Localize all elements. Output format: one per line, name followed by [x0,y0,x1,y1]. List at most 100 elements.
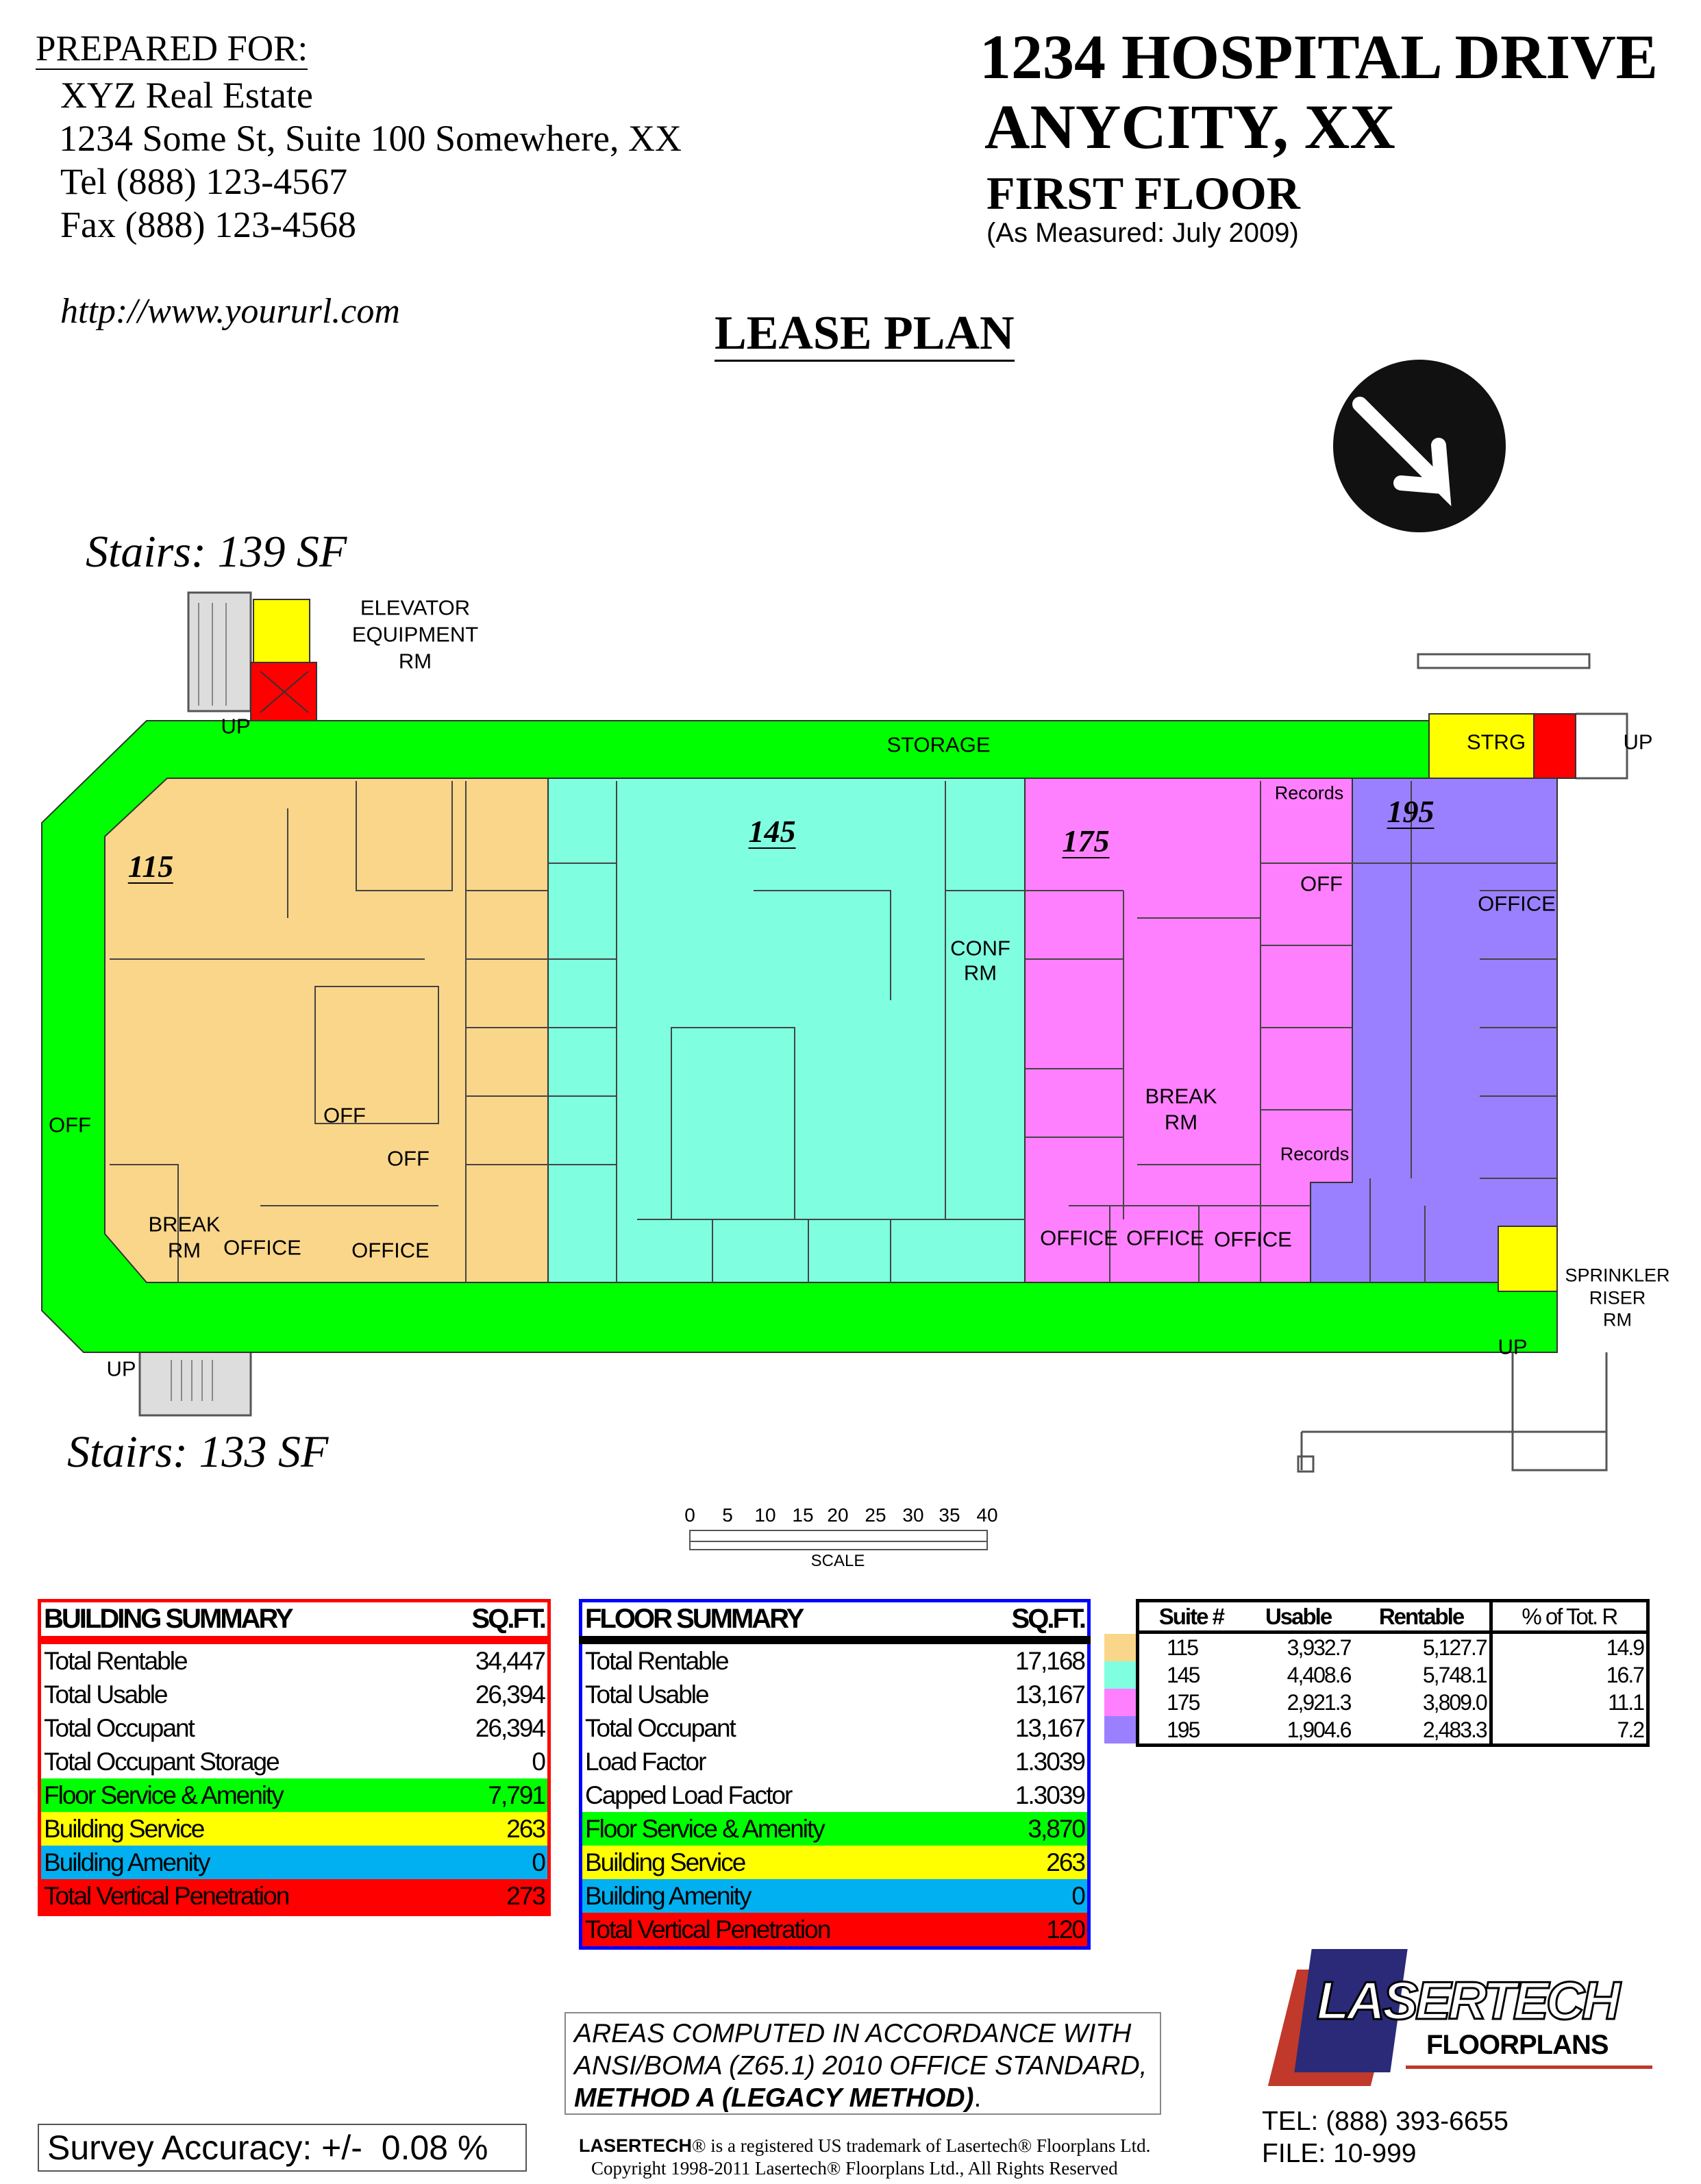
row-value: 1.3039 [1015,1748,1086,1776]
table-row: Total Occupant 13,167 [581,1711,1089,1745]
note-line: ANSI/BOMA (Z65.1) 2010 OFFICE STANDARD, [574,2051,1147,2081]
lasertech-logo: LASERTECH FLOORPLANS [1262,1942,1673,2086]
suite-195-swatch [1104,1716,1136,1744]
office-label: OFFICE [1478,891,1556,916]
up-label: UP [1623,730,1653,754]
row-value: 17,168 [1015,1647,1086,1675]
survey-accuracy-label: Survey Accuracy: +/- [47,2129,362,2167]
north-arrow-icon [1333,360,1506,532]
stairs-bottom-area: Stairs: 133 SF [67,1427,329,1477]
strg-label: STRG [1466,730,1526,754]
suite-145-label[interactable]: 145 [748,814,796,849]
stair-shaft-right [1533,713,1576,779]
off-label: OFF [387,1146,430,1171]
row-value: 0 [532,1848,546,1876]
suite-145-area [547,778,1026,1283]
row-label: Load Factor [585,1748,706,1776]
row-label: Total Rentable [44,1647,188,1675]
pct-value: 14.9 [1489,1632,1648,1661]
conf-rm-label: CONF [950,936,1010,960]
unit-header: SQ.FT. [1011,1604,1087,1634]
stairs-top-area: Stairs: 139 SF [86,527,347,577]
suite-115-label[interactable]: 115 [127,849,174,884]
client-address: 1234 Some St, Suite 100 Somewhere, XX [59,118,682,159]
column-header: % of Tot. R [1489,1600,1648,1634]
rentable-value: 5,748.1 [1422,1663,1488,1687]
table-row: Building Service 263 [39,1812,549,1846]
elevator-equipment-room [253,599,310,663]
pct-value: 16.7 [1489,1661,1648,1689]
suite-145-swatch [1104,1661,1136,1689]
row-label: Total Usable [44,1680,169,1709]
suite-175-swatch [1104,1689,1136,1716]
scale-tick: 10 [754,1504,776,1526]
rentable-value: 3,809.0 [1422,1690,1488,1715]
survey-accuracy-value: 0.08 % [381,2129,488,2167]
elevator-label: EQUIPMENT [351,622,479,647]
suite-175-label[interactable]: 175 [1062,823,1110,858]
row-value: 13,167 [1015,1714,1086,1742]
floor-summary-title: FLOOR SUMMARY [585,1604,804,1634]
row-label: Total Vertical Penetration [585,1915,831,1944]
suite-number: 195 [1167,1717,1200,1742]
suite-195-label[interactable]: 195 [1387,794,1435,829]
trademark-line: LASERTECH® is a registered US trademark … [579,2135,1150,2157]
row-label: Total Occupant [585,1714,736,1742]
row-value: 263 [506,1815,546,1843]
client-company: XYZ Real Estate [60,75,313,116]
client-url[interactable]: http://www.yoururl.com [60,292,400,331]
note-period: . [973,2083,982,2113]
client-tel: Tel (888) 123-4567 [60,161,348,202]
suite-number: 115 [1167,1635,1199,1660]
pct-value: 11.1 [1489,1689,1648,1716]
column-header: Rentable [1353,1600,1491,1634]
copyright-line: Copyright 1998-2011 Lasertech® Floorplan… [591,2158,1118,2179]
trademark-brand: LASERTECH [579,2135,693,2156]
row-value: 13,167 [1015,1680,1086,1709]
row-value: 263 [1046,1848,1086,1876]
interior-walls [110,781,1557,1282]
up-label: UP [221,714,251,739]
office-label: OFFICE [351,1238,430,1263]
column-header: Suite # [1137,1600,1243,1634]
up-label: UP [106,1356,136,1381]
client-fax: Fax (888) 123-4568 [60,204,356,245]
storage-room-strg [1428,713,1535,779]
table-row: Load Factor 1.3039 [581,1745,1089,1778]
rentable-value: 5,127.7 [1422,1635,1488,1660]
logo-text: LASERTECH [1315,1970,1621,2032]
elevator-label: RM [398,649,432,673]
row-label: Building Service [44,1815,205,1843]
row-value: 3,870 [1028,1815,1086,1843]
note-line: METHOD A (LEGACY METHOD) [574,2083,974,2113]
row-label: Building Amenity [585,1882,752,1910]
sprinkler-label: RM [1603,1309,1632,1330]
scale-tick: 5 [722,1504,733,1526]
row-value: 0 [1071,1882,1086,1910]
office-label: OFFICE [1126,1226,1204,1250]
survey-accuracy-box: Survey Accuracy: +/- 0.08 % [38,2124,527,2172]
row-value: 1.3039 [1015,1781,1086,1809]
off-label: OFF [49,1113,91,1137]
sprinkler-riser-room [1498,1226,1558,1292]
file-number: FILE: 10-999 [1262,2139,1417,2168]
records-label: Records [1280,1143,1350,1165]
row-label: Total Usable [585,1680,710,1709]
prepared-for-heading: PREPARED FOR: [36,29,308,70]
table-row: Building Amenity 0 [580,1879,1089,1913]
measured-date: (As Measured: July 2009) [986,218,1299,248]
storage-label: STORAGE [886,732,991,757]
break-rm-label: RM [1164,1110,1198,1134]
floor-name: FIRST FLOOR [986,167,1300,219]
note-line: AREAS COMPUTED IN ACCORDANCE WITH [574,2019,1132,2048]
usable-value: 1,904.6 [1287,1717,1352,1742]
